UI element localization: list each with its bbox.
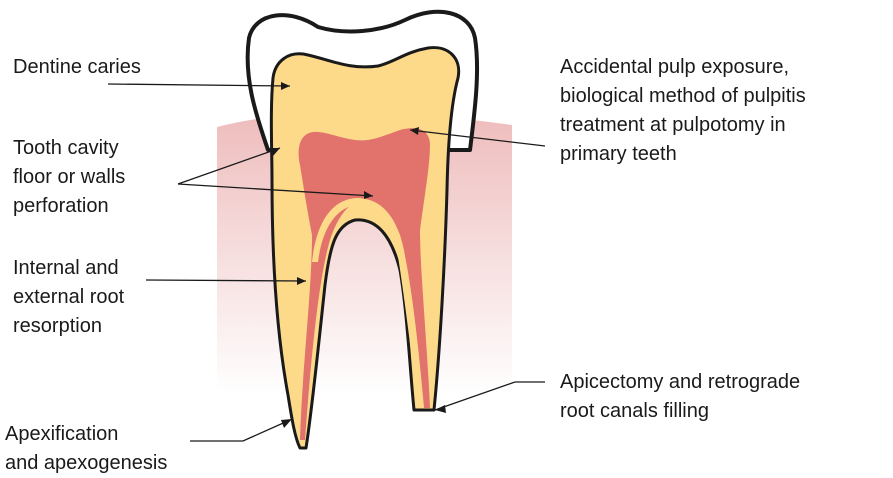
label-line: Apicectomy and retrograde [560,368,800,397]
label-line: floor or walls [13,163,125,192]
label-line: and apexogenesis [5,449,167,478]
label-dentine-caries: Dentine caries [13,53,141,82]
label-line: root canals filling [560,397,800,426]
label-line: perforation [13,192,125,221]
label-line: external root [13,283,124,312]
label-pulp-exposure: Accidental pulp exposure,biological meth… [560,53,806,169]
label-line: biological method of pulpitis [560,82,806,111]
label-line: Apexification [5,420,167,449]
label-line: resorption [13,312,124,341]
arrowhead-apexification [281,419,292,428]
label-line: Accidental pulp exposure, [560,53,806,82]
label-line: Tooth cavity [13,134,125,163]
label-line: Internal and [13,254,124,283]
label-line: Dentine caries [13,53,141,82]
label-line: treatment at pulpotomy in [560,111,806,140]
leader-apexification [190,420,290,441]
label-line: primary teeth [560,140,806,169]
